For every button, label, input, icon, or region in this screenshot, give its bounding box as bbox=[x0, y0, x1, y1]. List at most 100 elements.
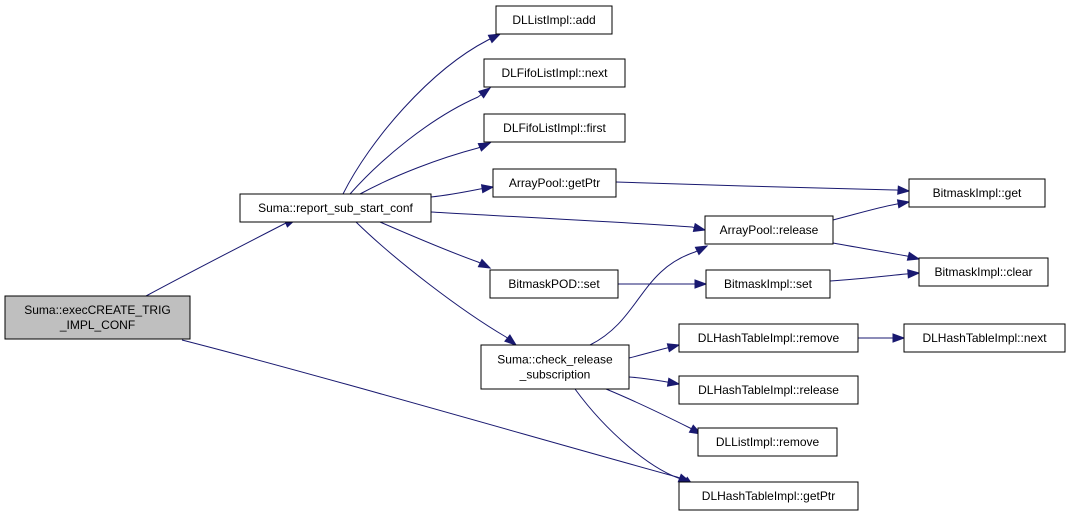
edge-report-to-dlfifo_first bbox=[359, 142, 492, 195]
node-label: Suma::execCREATE_TRIG bbox=[24, 303, 170, 317]
node-bitmaskpod-set[interactable]: BitmaskPOD::set bbox=[489, 269, 619, 299]
node-label: ArrayPool::release bbox=[720, 223, 819, 237]
node-label: DLHashTableImpl::release bbox=[698, 383, 839, 397]
node-layer: Suma::execCREATE_TRIG_IMPL_CONF Suma::rep… bbox=[4, 5, 1066, 511]
arrowhead bbox=[477, 258, 492, 269]
node-box bbox=[908, 178, 1046, 208]
node-label: DLFifoListImpl::first bbox=[503, 121, 606, 135]
edge-line bbox=[615, 181, 910, 192]
edge-line bbox=[349, 87, 491, 195]
arrowhead bbox=[892, 333, 906, 343]
node-label: BitmaskImpl::set bbox=[724, 277, 813, 291]
edge-check-to-dlhash_getptr bbox=[574, 388, 696, 488]
arrowhead bbox=[897, 185, 911, 195]
node-box bbox=[678, 323, 859, 353]
node-box bbox=[480, 344, 630, 390]
edge-report-to-dlfifo_next bbox=[349, 87, 492, 195]
node-check[interactable]: Suma::check_release_subscription bbox=[480, 344, 630, 390]
node-box bbox=[239, 193, 432, 223]
edge-layer bbox=[145, 33, 921, 488]
edge-bitmaskimpl_set-to-bitmaskimpl_clear bbox=[829, 269, 921, 282]
edge-check-to-arraypool_release bbox=[589, 245, 709, 346]
edge-bitmaskpod_set-to-bitmaskimpl_set bbox=[618, 279, 708, 289]
edge-line bbox=[628, 376, 680, 385]
edge-line bbox=[359, 142, 491, 195]
node-label: _IMPL_CONF bbox=[59, 318, 135, 332]
node-dlfifo-next[interactable]: DLFifoListImpl::next bbox=[483, 58, 626, 88]
arrowhead bbox=[480, 184, 495, 194]
edge-report-to-dllist_add bbox=[342, 33, 502, 195]
edge-line bbox=[605, 388, 702, 435]
edge-arraypool_release-to-bitmaskimpl_clear bbox=[832, 242, 921, 261]
node-arraypool-release[interactable]: ArrayPool::release bbox=[704, 215, 834, 245]
edge-line bbox=[430, 186, 494, 198]
node-box bbox=[678, 481, 859, 511]
node-box bbox=[704, 215, 834, 245]
node-exec[interactable]: Suma::execCREATE_TRIG_IMPL_CONF bbox=[4, 295, 191, 340]
edge-report-to-bitmaskpod_set bbox=[379, 221, 492, 269]
node-label: ArrayPool::getPtr bbox=[509, 176, 600, 190]
node-box bbox=[492, 168, 617, 198]
node-label: BitmaskImpl::get bbox=[933, 186, 1022, 200]
edge-report-to-check bbox=[355, 221, 518, 346]
arrowhead bbox=[477, 87, 492, 99]
edge-line bbox=[379, 221, 491, 269]
edge-line bbox=[355, 221, 517, 346]
node-label: DLHashTableImpl::getPtr bbox=[702, 489, 835, 503]
arrowhead bbox=[666, 377, 681, 387]
node-label: BitmaskPOD::set bbox=[508, 277, 600, 291]
node-dlhash-getptr[interactable]: DLHashTableImpl::getPtr bbox=[678, 481, 859, 511]
node-box bbox=[903, 323, 1066, 353]
node-box bbox=[678, 375, 859, 405]
arrowhead bbox=[896, 199, 911, 209]
node-box bbox=[495, 5, 613, 35]
node-label: DLHashTableImpl::remove bbox=[698, 331, 840, 345]
node-bitmaskimpl-clear[interactable]: BitmaskImpl::clear bbox=[918, 257, 1049, 287]
node-dlhash-release[interactable]: DLHashTableImpl::release bbox=[678, 375, 859, 405]
node-dlhash-next[interactable]: DLHashTableImpl::next bbox=[903, 323, 1066, 353]
edge-line bbox=[829, 272, 920, 282]
node-bitmaskimpl-set[interactable]: BitmaskImpl::set bbox=[705, 269, 831, 299]
arrowhead bbox=[504, 334, 518, 346]
edge-line bbox=[589, 245, 708, 346]
edge-line bbox=[574, 388, 695, 488]
node-arraypool-getptr[interactable]: ArrayPool::getPtr bbox=[492, 168, 617, 198]
node-dlfifo-first[interactable]: DLFifoListImpl::first bbox=[483, 113, 626, 143]
node-label: Suma::check_release bbox=[497, 353, 613, 367]
node-box bbox=[4, 295, 191, 340]
node-dllist-add[interactable]: DLListImpl::add bbox=[495, 5, 613, 35]
arrowhead bbox=[694, 245, 709, 256]
edge-report-to-arraypool_getptr bbox=[430, 184, 495, 198]
arrowhead bbox=[477, 142, 492, 152]
node-box bbox=[705, 269, 831, 299]
node-box bbox=[918, 257, 1049, 287]
edge-check-to-dlhash_remove bbox=[628, 343, 681, 359]
edge-report-to-arraypool_release bbox=[430, 211, 707, 233]
node-dllist-remove[interactable]: DLListImpl::remove bbox=[697, 427, 838, 457]
edge-exec-to-report bbox=[145, 218, 298, 297]
edge-line bbox=[832, 242, 920, 260]
node-bitmaskimpl-get[interactable]: BitmaskImpl::get bbox=[908, 178, 1046, 208]
arrowhead bbox=[906, 251, 921, 261]
node-label: DLListImpl::add bbox=[512, 13, 595, 27]
arrowhead bbox=[666, 343, 681, 353]
node-label: DLListImpl::remove bbox=[716, 435, 820, 449]
edge-check-to-dlhash_release bbox=[628, 376, 681, 387]
node-box bbox=[697, 427, 838, 457]
edge-arraypool_getptr-to-bitmaskimpl_get bbox=[615, 181, 911, 195]
edge-line bbox=[145, 218, 297, 297]
node-report[interactable]: Suma::report_sub_start_conf bbox=[239, 193, 432, 223]
node-label: BitmaskImpl::clear bbox=[934, 265, 1032, 279]
arrowhead bbox=[694, 279, 708, 289]
node-dlhash-remove[interactable]: DLHashTableImpl::remove bbox=[678, 323, 859, 353]
arrowhead bbox=[907, 269, 921, 279]
node-label: Suma::report_sub_start_conf bbox=[258, 201, 413, 215]
edge-line bbox=[628, 344, 680, 359]
node-label: DLFifoListImpl::next bbox=[501, 66, 608, 80]
edge-line bbox=[430, 211, 706, 231]
node-box bbox=[489, 269, 619, 299]
edge-line bbox=[342, 33, 501, 195]
arrowhead bbox=[487, 33, 502, 44]
edge-line bbox=[832, 201, 910, 221]
